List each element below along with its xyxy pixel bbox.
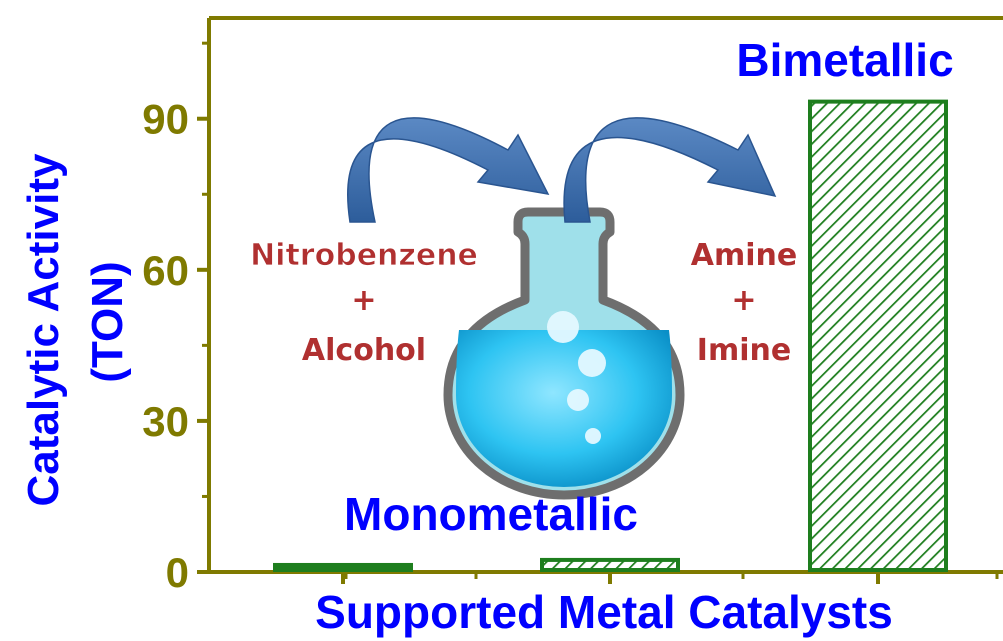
y-tick-label: 0 <box>166 549 189 596</box>
bar-1 <box>273 562 413 572</box>
reaction-arrows <box>347 117 777 223</box>
y-tick-label: 30 <box>142 398 189 445</box>
label-bimetallic: Bimetallic <box>736 34 953 86</box>
reactant-nitrobenzene: Nitrobenzene <box>250 238 478 273</box>
bubble <box>578 349 606 377</box>
y-axis-title-line1: Catalytic Activity <box>19 153 68 506</box>
y-tick-label: 60 <box>142 247 189 294</box>
bubble <box>585 428 601 444</box>
y-tick-label: 90 <box>142 96 189 143</box>
x-axis-title: Supported Metal Catalysts <box>315 586 893 638</box>
y-ticks: 0 30 60 90 <box>142 41 209 596</box>
reactant-plus: + <box>351 283 376 318</box>
bars <box>273 99 948 572</box>
flask-icon <box>443 207 685 500</box>
flask-liquid <box>456 330 672 487</box>
bar-2 <box>540 557 680 572</box>
product-plus: + <box>731 283 756 318</box>
y-axis-title-line2: (TON) <box>83 261 132 382</box>
annotations: Nitrobenzene + Alcohol Amine + Imine Mon… <box>250 34 954 540</box>
arrow-in-icon <box>347 117 550 223</box>
product-imine: Imine <box>697 333 791 368</box>
bubble <box>547 311 579 343</box>
product-amine: Amine <box>691 238 797 273</box>
bar-3 <box>808 99 948 572</box>
x-ticks <box>341 572 999 584</box>
arrow-out-icon <box>563 117 777 223</box>
label-monometallic: Monometallic <box>344 488 638 540</box>
reactant-alcohol: Alcohol <box>302 333 426 368</box>
bubble <box>567 389 589 411</box>
